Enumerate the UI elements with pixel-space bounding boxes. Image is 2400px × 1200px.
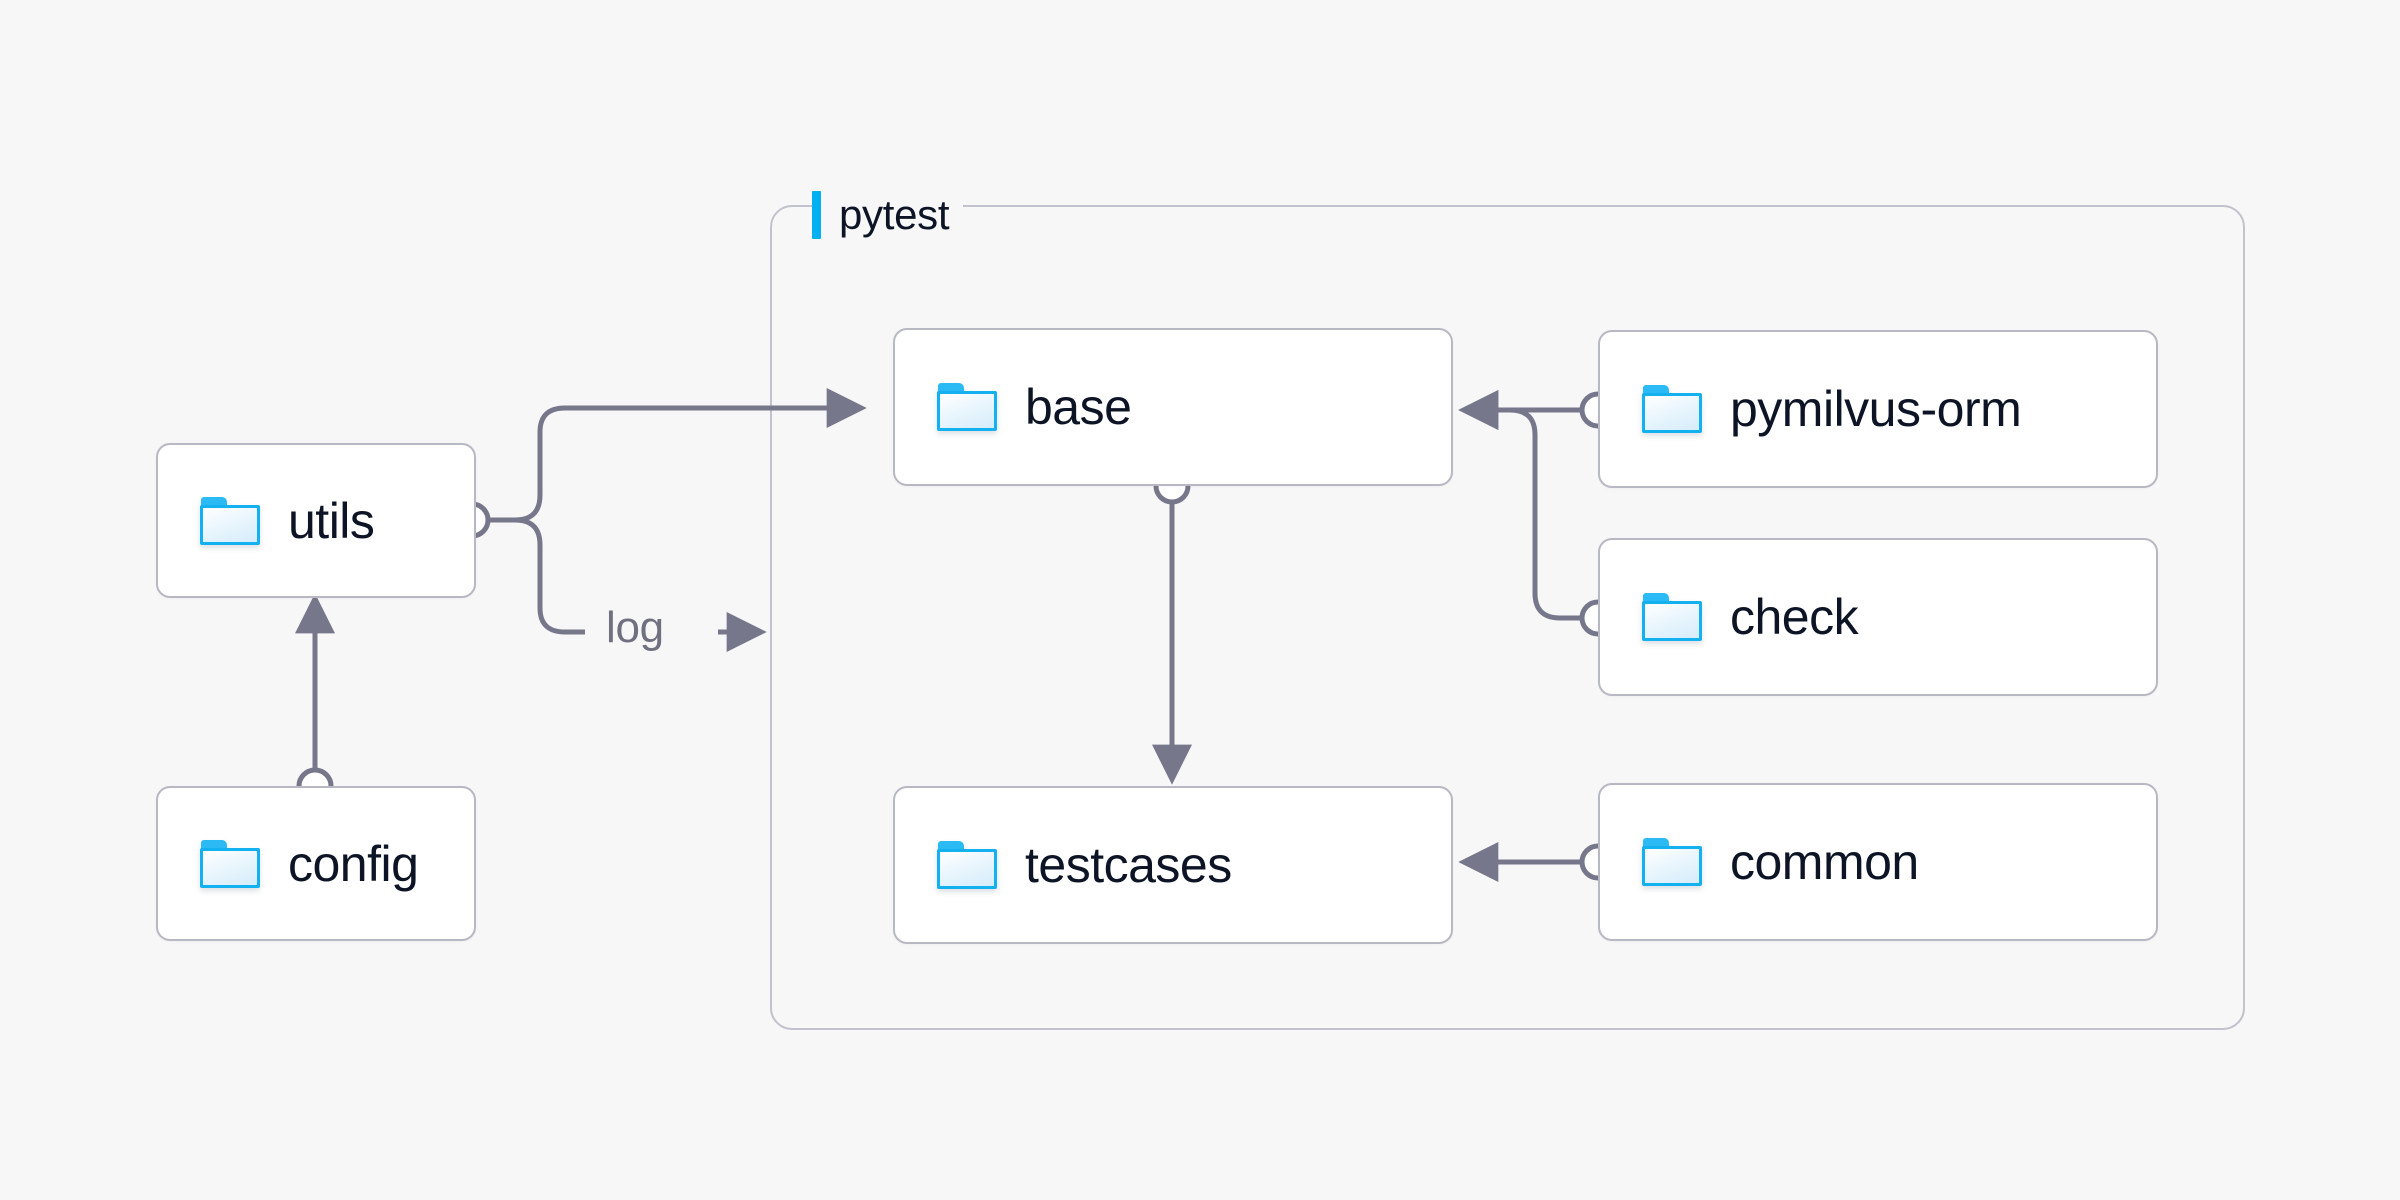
- node-common-label: common: [1730, 834, 1919, 890]
- node-base[interactable]: base: [893, 328, 1453, 486]
- folder-icon: [200, 839, 260, 888]
- folder-icon: [937, 383, 997, 431]
- node-base-label: base: [1025, 379, 1132, 435]
- folder-icon: [1642, 385, 1702, 433]
- accent-bar-icon: [812, 191, 821, 239]
- node-common[interactable]: common: [1598, 783, 2158, 941]
- edge-config-utils: [295, 593, 335, 805]
- node-testcases[interactable]: testcases: [893, 786, 1453, 944]
- group-pytest-label: pytest: [839, 191, 950, 238]
- node-check[interactable]: check: [1598, 538, 2158, 696]
- node-pymilvus-orm-label: pymilvus-orm: [1730, 381, 2022, 437]
- group-pytest[interactable]: [770, 205, 2245, 1030]
- folder-icon: [937, 841, 997, 889]
- folder-icon: [1642, 593, 1702, 641]
- folder-icon: [200, 496, 260, 545]
- node-testcases-label: testcases: [1025, 837, 1232, 893]
- node-config-label: config: [288, 835, 419, 892]
- edge-label-log: log: [600, 603, 670, 653]
- node-config[interactable]: config: [156, 786, 476, 941]
- node-utils[interactable]: utils: [156, 443, 476, 598]
- node-pymilvus-orm[interactable]: pymilvus-orm: [1598, 330, 2158, 488]
- node-check-label: check: [1730, 589, 1859, 645]
- node-utils-label: utils: [288, 492, 375, 549]
- group-pytest-title: pytest: [812, 188, 964, 242]
- folder-icon: [1642, 838, 1702, 886]
